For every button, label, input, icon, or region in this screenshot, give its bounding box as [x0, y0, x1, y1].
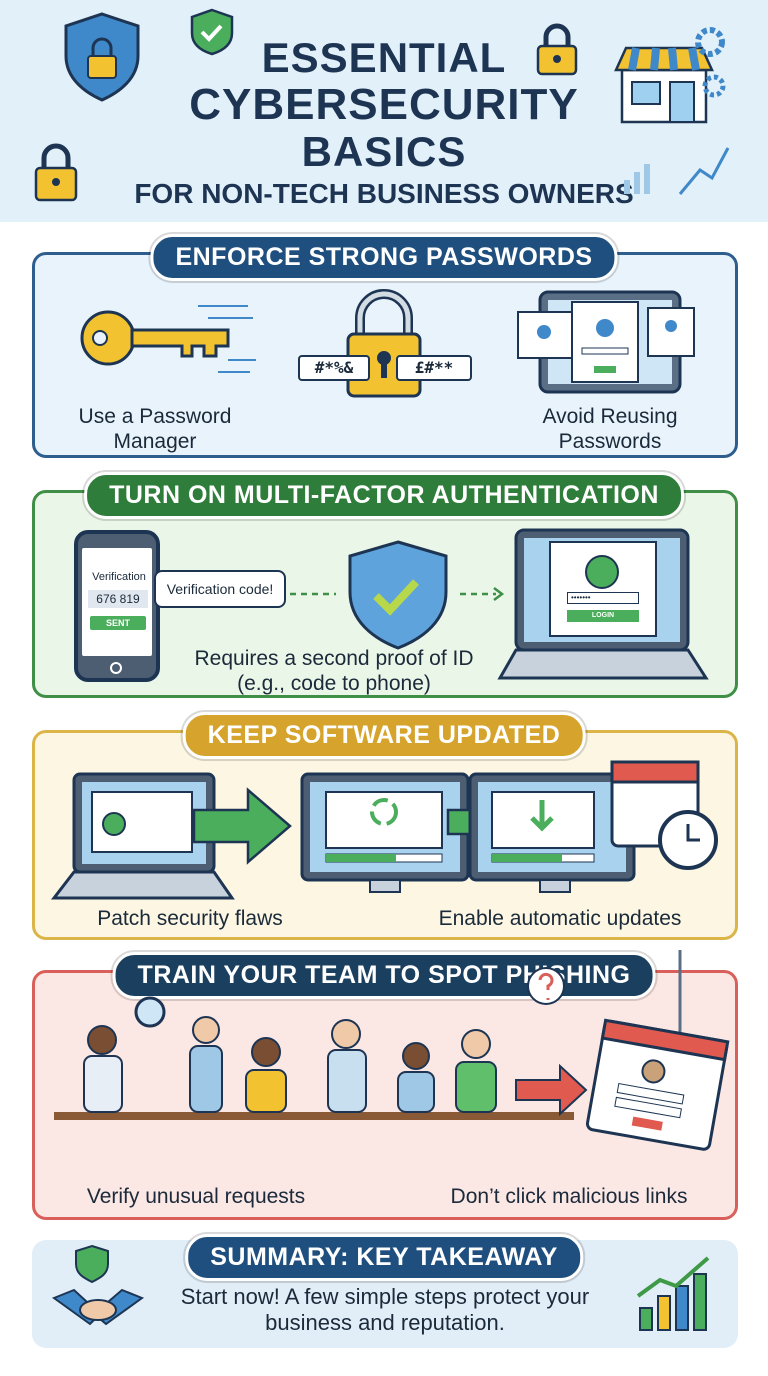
question-bubble-icon — [527, 967, 565, 1005]
title-line-3: BASICS — [301, 128, 467, 175]
team-training-illustration — [54, 950, 730, 1151]
calendar-clock-icon — [610, 760, 718, 870]
title-line-2: CYBERSECURITY — [189, 80, 579, 129]
updates-title: KEEP SOFTWARE UPDATED — [182, 712, 586, 759]
padlock-icon — [536, 23, 578, 76]
caption-auto-updates: Enable automatic updates — [438, 907, 682, 930]
magnifier-icon — [134, 996, 166, 1028]
monitor-sync-icon — [300, 772, 470, 893]
growth-chart-icon — [624, 147, 730, 195]
gear-icon — [695, 27, 726, 98]
fake-login-window — [585, 1018, 730, 1151]
sent-badge: SENT — [90, 616, 146, 630]
phone-icon: Verification 676 819 SENT — [74, 530, 160, 682]
login-button: LOGIN — [567, 610, 639, 622]
desk — [54, 1112, 574, 1120]
title-line-1: ESSENTIAL — [261, 34, 507, 81]
monitor-download-icon — [468, 772, 636, 893]
summary-title: SUMMARY: KEY TAKEAWAY — [185, 1234, 583, 1281]
mfa-caption: Requires a second proof of ID (e.g., cod… — [194, 647, 474, 695]
padlock-icon — [34, 143, 78, 202]
caption-avoid-reusing: Avoid Reusing Passwords — [542, 405, 678, 453]
growth-chart-icon — [636, 1256, 710, 1331]
verification-code-bubble: Verification code! — [154, 570, 286, 608]
laptop-login-icon — [497, 528, 709, 680]
password-chars-left: #*%& — [298, 355, 370, 381]
verification-code: 676 819 — [88, 590, 148, 608]
phone-verification-label: Verification — [92, 571, 146, 583]
arrow-icon — [192, 787, 292, 865]
arrow-icon — [515, 1063, 588, 1117]
caption-verify: Verify unusual requests — [86, 1185, 306, 1208]
storefront-icon — [614, 46, 714, 124]
summary-text: Start now! A few simple steps protect yo… — [180, 1284, 590, 1335]
passwords-title: ENFORCE STRONG PASSWORDS — [150, 234, 618, 281]
caption-password-manager: Use a Password Manager — [78, 405, 232, 453]
key-icon — [80, 305, 256, 373]
shield-lock-icon — [64, 12, 140, 102]
update-flow-illustration — [50, 760, 718, 900]
shield-check-icon — [190, 8, 234, 56]
phishing-title: TRAIN YOUR TEAM TO SPOT PHISHING — [112, 952, 656, 999]
multiple-logins-icon — [517, 290, 695, 394]
handshake-shield-icon — [51, 1244, 145, 1326]
laptop-icon — [50, 772, 235, 900]
subtitle: FOR NON-TECH BUSINESS OWNERS — [134, 178, 634, 209]
caption-patch: Patch security flaws — [97, 907, 283, 930]
password-chars-right: £#** — [396, 355, 472, 381]
padlock-icon — [346, 289, 422, 398]
mfa-flow-arrow — [290, 540, 505, 650]
password-field: ••••••• — [567, 592, 639, 604]
caption-dont-click: Don’t click malicious links — [450, 1185, 688, 1208]
mfa-title: TURN ON MULTI-FACTOR AUTHENTICATION — [84, 472, 684, 519]
